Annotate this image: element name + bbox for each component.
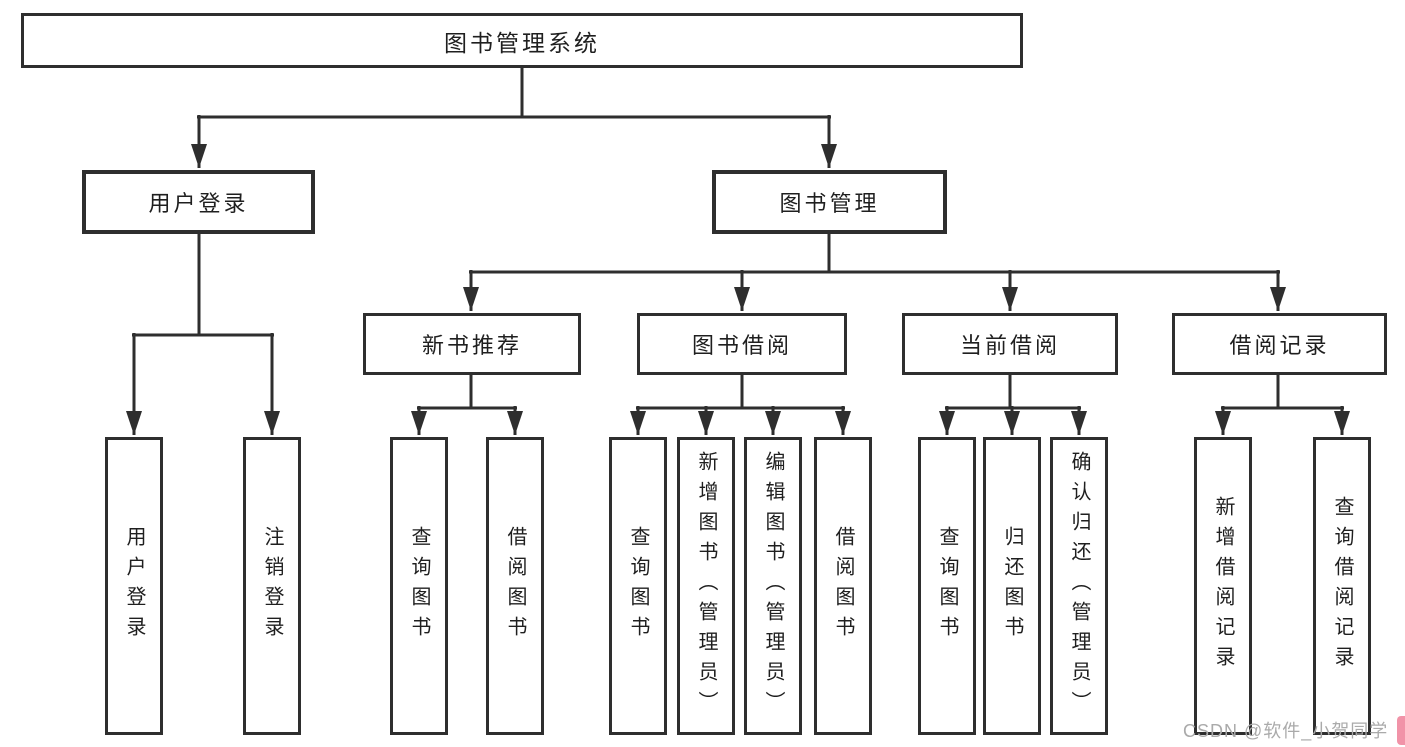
node-root: 图书管理系统 <box>21 13 1023 68</box>
node-leaf-query-borrow-record: 查询借阅记录 <box>1313 437 1371 735</box>
watermark: CSDN @软件_小贺同学 <box>1183 721 1389 741</box>
node-leaf-user-login: 用户登录 <box>105 437 163 735</box>
node-new-book-recommend-label: 新书推荐 <box>421 333 522 358</box>
node-leaf-edit-book-admin-label: 编辑图书（管理员） <box>762 451 784 721</box>
node-leaf-query-books-1-label: 查询图书 <box>408 526 430 646</box>
node-leaf-return-book-label: 归还图书 <box>1001 526 1023 646</box>
node-borrow-record: 借阅记录 <box>1172 313 1387 375</box>
node-leaf-confirm-return-admin: 确认归还（管理员） <box>1050 437 1108 735</box>
node-leaf-query-books-1: 查询图书 <box>390 437 448 735</box>
node-user-login: 用户登录 <box>82 170 315 234</box>
node-new-book-recommend: 新书推荐 <box>363 313 581 375</box>
node-book-management: 图书管理 <box>712 170 947 234</box>
node-leaf-return-book: 归还图书 <box>983 437 1041 735</box>
node-current-borrow: 当前借阅 <box>902 313 1118 375</box>
node-user-login-label: 用户登录 <box>148 191 249 216</box>
node-leaf-borrow-books-2: 借阅图书 <box>814 437 872 735</box>
node-leaf-query-books-3-label: 查询图书 <box>936 526 958 646</box>
node-book-borrow: 图书借阅 <box>637 313 847 375</box>
node-root-label: 图书管理系统 <box>444 29 600 56</box>
node-leaf-query-borrow-record-label: 查询借阅记录 <box>1331 496 1353 676</box>
node-current-borrow-label: 当前借阅 <box>959 333 1060 358</box>
node-book-management-label: 图书管理 <box>779 191 880 216</box>
node-leaf-borrow-books-1-label: 借阅图书 <box>504 526 526 646</box>
node-leaf-confirm-return-admin-label: 确认归还（管理员） <box>1068 451 1090 721</box>
node-borrow-record-label: 借阅记录 <box>1229 333 1330 358</box>
node-leaf-borrow-books-2-label: 借阅图书 <box>832 526 854 646</box>
node-book-borrow-label: 图书借阅 <box>691 333 792 358</box>
node-leaf-edit-book-admin: 编辑图书（管理员） <box>744 437 802 735</box>
node-leaf-query-books-2: 查询图书 <box>609 437 667 735</box>
node-leaf-logout: 注销登录 <box>243 437 301 735</box>
node-leaf-query-books-2-label: 查询图书 <box>627 526 649 646</box>
node-leaf-logout-label: 注销登录 <box>261 526 283 646</box>
node-leaf-user-login-label: 用户登录 <box>123 526 145 646</box>
node-leaf-borrow-books-1: 借阅图书 <box>486 437 544 735</box>
watermark-logo-fragment <box>1397 716 1405 745</box>
node-leaf-add-book-admin: 新增图书（管理员） <box>677 437 735 735</box>
node-leaf-add-borrow-record: 新增借阅记录 <box>1194 437 1252 735</box>
node-leaf-query-books-3: 查询图书 <box>918 437 976 735</box>
node-leaf-add-book-admin-label: 新增图书（管理员） <box>695 451 717 721</box>
node-leaf-add-borrow-record-label: 新增借阅记录 <box>1212 496 1234 676</box>
